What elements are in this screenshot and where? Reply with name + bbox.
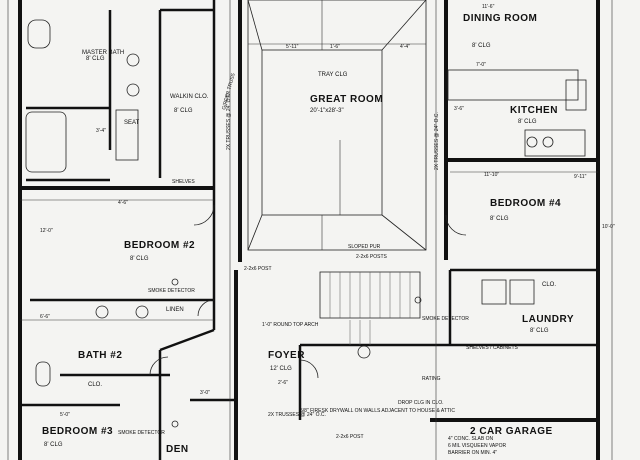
drywall-note: 5/8" FIRESK DRYWALL ON WALLS ADJACENT TO… [300, 408, 455, 414]
post-note: 2-2x6 POST [336, 434, 364, 440]
room-walkin-closet: WALKIN CLO. [170, 94, 209, 100]
room-den: DEN [166, 444, 189, 455]
sink-icon [357, 345, 371, 359]
arch-note: 1'-0" ROUND TOP ARCH [262, 322, 319, 328]
closet-label: CLO. [542, 282, 556, 288]
slab-note: 4" CONC. SLAB ON [448, 436, 494, 442]
tray-ceiling-label: TRAY CLG [318, 72, 348, 78]
dimension-text: 4'-6" [118, 200, 128, 206]
walls [18, 0, 600, 460]
range-icon [524, 129, 586, 157]
dimension-text: 3'-0" [200, 390, 210, 396]
toilet-icon [35, 361, 51, 387]
sink-icon [95, 305, 109, 319]
dimension-text: 10'-0" [602, 224, 615, 230]
foyer-ceiling: 12' CLG [270, 366, 292, 372]
seat-label: SEAT [124, 120, 140, 126]
room-laundry: LAUNDRY [522, 314, 574, 325]
shelves-note: SHELVES / CABINETS [466, 345, 519, 351]
room-kitchen: KITCHEN [510, 105, 558, 116]
dimension-text: 11'-6" [482, 4, 495, 10]
room-dining: DINING ROOM [463, 13, 537, 24]
vapor-note: 6 MIL VISQUEEN VAPOR [448, 443, 506, 449]
room-bedroom-3: BEDROOM #3 [42, 426, 113, 437]
linen-label: LINEN [166, 307, 184, 313]
room-bedroom-4: BEDROOM #4 [490, 198, 561, 209]
stairs [319, 271, 421, 345]
dimension-text: 11'-10" [484, 172, 499, 178]
posts-note: 2-2x6 POSTS [356, 254, 388, 260]
smoke-detector-icon [414, 296, 422, 304]
dimension-text: 5'-0" [60, 412, 70, 418]
sink-icon [135, 305, 149, 319]
bedroom-4-ceiling: 8' CLG [490, 216, 509, 222]
smoke-detector-note: SMOKE DETECTOR [118, 430, 165, 436]
dimension-text: 5'-11" [286, 44, 299, 50]
smoke-detector-note: SMOKE DETECTOR [422, 316, 469, 322]
dimension-lines [7, 0, 613, 460]
shower-icon [115, 109, 139, 161]
barrier-note: BARRIER ON MIN. 4" [448, 450, 497, 456]
dimension-text: 4'-4" [400, 44, 410, 50]
dining-table [447, 69, 579, 101]
laundry-ceiling: 8' CLG [530, 328, 549, 334]
dining-ceiling: 8' CLG [472, 43, 491, 49]
closet-label: CLO. [88, 382, 102, 388]
dimension-text: 2'-6" [278, 380, 288, 386]
kitchen-sink-icon [565, 79, 587, 111]
smoke-detector-note: SMOKE DETECTOR [148, 288, 195, 294]
room-garage: 2 CAR GARAGE [470, 426, 553, 437]
washer-icon [481, 279, 507, 305]
truss-note: 2X TRUSSES @ 24" O.C. [268, 412, 326, 418]
dimension-text: 12'-0" [40, 228, 53, 234]
dimension-text: 3'-4" [96, 128, 106, 134]
drop-ceiling-note: DROP CLG IN CLO. [398, 400, 443, 406]
bedroom-3-ceiling: 8' CLG [44, 442, 63, 448]
sloped-note: SLOPED PUR [348, 244, 381, 250]
fixtures [25, 19, 587, 387]
dimension-text: 9'-11" [574, 174, 587, 180]
sink-icon [126, 53, 140, 67]
toilet-icon [27, 19, 51, 49]
room-bedroom-2: BEDROOM #2 [124, 240, 195, 251]
bedroom-2-ceiling: 8' CLG [130, 256, 149, 262]
bathtub-icon [25, 111, 67, 173]
dimension-text: 1'-6" [330, 44, 340, 50]
dimension-text: 6'-6" [40, 314, 50, 320]
dimension-text: 3'-6" [454, 106, 464, 112]
sink-icon [126, 83, 140, 97]
kitchen-ceiling: 8' CLG [518, 119, 537, 125]
smoke-detector-icon [171, 420, 179, 428]
truss-note-vertical: 2X TRUSSES @ 24" O.C. [434, 112, 440, 170]
post-note: 2-2x6 POST [244, 266, 272, 272]
rating-note: RATING [422, 376, 441, 382]
smoke-detector-icon [171, 278, 179, 286]
shelves-note: SHELVES [172, 179, 195, 185]
tray-ceiling-lines [247, 0, 427, 251]
doors [149, 204, 467, 379]
truss-note-vertical: 2X TRUSSES @ 24" O.C. [226, 92, 232, 150]
master-bath-ceiling: 8' CLG [86, 56, 105, 62]
great-room-dims: 20'-1"x28'-3" [310, 108, 344, 114]
room-bath-2: BATH #2 [78, 350, 122, 361]
walkin-ceiling: 8' CLG [174, 108, 193, 114]
room-great-room: GREAT ROOM [310, 94, 383, 105]
room-foyer: FOYER [268, 350, 305, 361]
room-master-bath: MASTER BATH [82, 50, 124, 56]
dryer-icon [509, 279, 535, 305]
dimension-text: 7'-0" [476, 62, 486, 68]
